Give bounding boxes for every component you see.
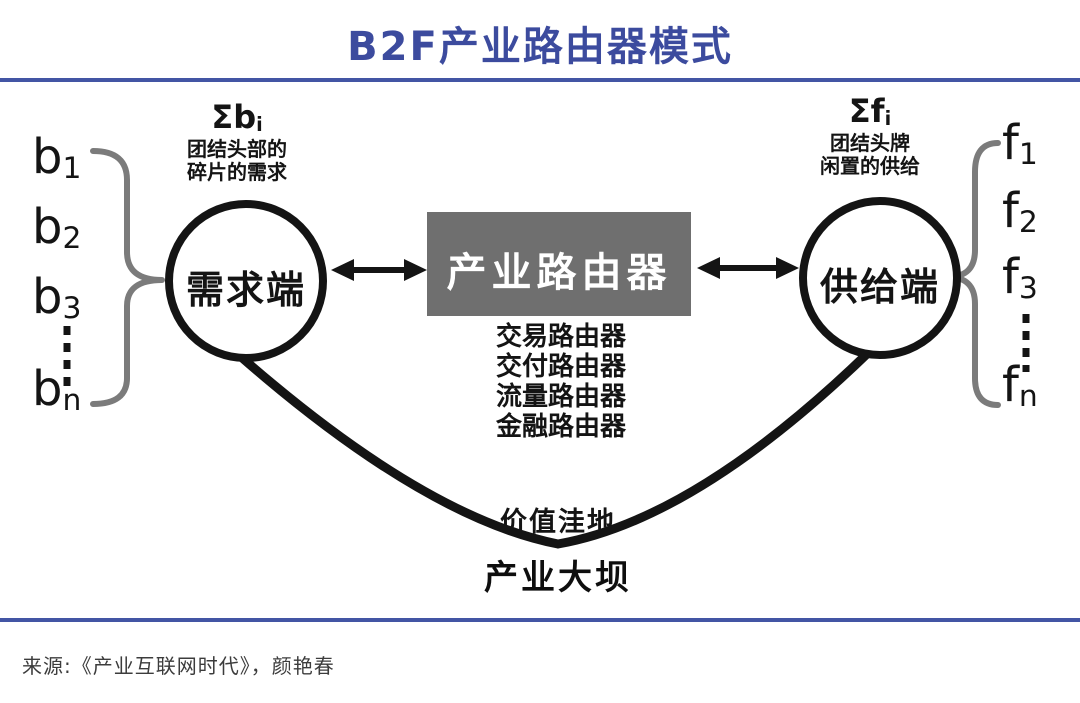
demand-item-b1: b1 xyxy=(32,129,81,185)
demand-sum-desc: 团结头部的 碎片的需求 xyxy=(147,138,327,184)
demand-item-b2-sub: 2 xyxy=(62,221,82,257)
supply-circle xyxy=(799,197,961,359)
supply-item-f2-base: f xyxy=(1002,183,1019,239)
supply-item-f2: f2 xyxy=(1002,183,1038,239)
left-double-arrow xyxy=(331,259,427,281)
demand-sum-annotation: Σbi 团结头部的 碎片的需求 xyxy=(147,98,327,184)
supply-sum-symbol: Σfi xyxy=(780,92,960,130)
supply-item-f3-base: f xyxy=(1002,249,1019,305)
footer-divider xyxy=(0,618,1080,622)
supply-sum-sub: i xyxy=(884,106,892,130)
demand-sum-sub: i xyxy=(256,112,263,136)
demand-item-b2-base: b xyxy=(32,199,63,255)
demand-sum-symbol: Σbi xyxy=(147,98,327,136)
supply-sum-desc-line1: 团结头牌 xyxy=(830,131,910,156)
supply-item-fn-base: f xyxy=(1002,357,1019,413)
demand-sum-desc-line2: 碎片的需求 xyxy=(187,160,287,185)
demand-sum-base: Σb xyxy=(211,98,257,136)
demand-circle xyxy=(165,200,327,362)
supply-item-fn-sub: n xyxy=(1018,379,1038,415)
router-type-1: 交易路由器 xyxy=(495,322,626,352)
supply-item-f1: f1 xyxy=(1002,115,1038,171)
router-type-4: 金融路由器 xyxy=(495,412,626,442)
page-title: B2F产业路由器模式 xyxy=(347,24,733,70)
demand-item-b3-sub: 3 xyxy=(62,291,82,327)
demand-item-b2: b2 xyxy=(32,199,81,255)
router-types-list: 交易路由器 交付路由器 流量路由器 金融路由器 xyxy=(431,322,691,442)
router-type-3: 流量路由器 xyxy=(495,382,626,412)
supply-sum-desc: 团结头牌 闲置的供给 xyxy=(780,132,960,178)
demand-node-label: 需求端 xyxy=(185,268,306,312)
supply-item-f3-sub: 3 xyxy=(1018,271,1038,307)
supply-sum-desc-line2: 闲置的供给 xyxy=(820,154,920,179)
value-valley-label: 价值洼地 xyxy=(500,507,616,538)
demand-sum-desc-line1: 团结头部的 xyxy=(187,137,287,162)
source-caption: 来源:《产业互联网时代》，颜艳春 xyxy=(22,654,335,678)
router-type-2: 交付路由器 xyxy=(495,352,626,382)
demand-item-b3: b3 xyxy=(32,269,81,325)
demand-item-b1-base: b xyxy=(32,129,63,185)
left-brace xyxy=(90,148,165,407)
supply-item-f1-base: f xyxy=(1002,115,1019,171)
supply-node-label: 供给端 xyxy=(819,265,940,309)
industry-dam-label: 产业大坝 xyxy=(484,558,632,598)
demand-item-bn: bn xyxy=(32,361,81,417)
supply-item-f3: f3 xyxy=(1002,249,1038,305)
router-box-label: 产业路由器 xyxy=(446,250,672,296)
demand-item-bn-sub: n xyxy=(62,383,82,419)
right-double-arrow xyxy=(697,257,799,279)
demand-item-bn-base: b xyxy=(32,361,63,417)
supply-item-fn: fn xyxy=(1002,357,1038,413)
supply-sum-base: Σf xyxy=(848,92,885,130)
supply-sum-annotation: Σfi 团结头牌 闲置的供给 xyxy=(780,92,960,178)
router-box xyxy=(427,212,691,316)
dam-curve xyxy=(235,348,873,549)
supply-item-f2-sub: 2 xyxy=(1018,205,1038,241)
demand-item-b3-base: b xyxy=(32,269,63,325)
demand-item-b1-sub: 1 xyxy=(62,151,82,187)
supply-item-f1-sub: 1 xyxy=(1018,137,1038,173)
title-divider xyxy=(0,78,1080,82)
